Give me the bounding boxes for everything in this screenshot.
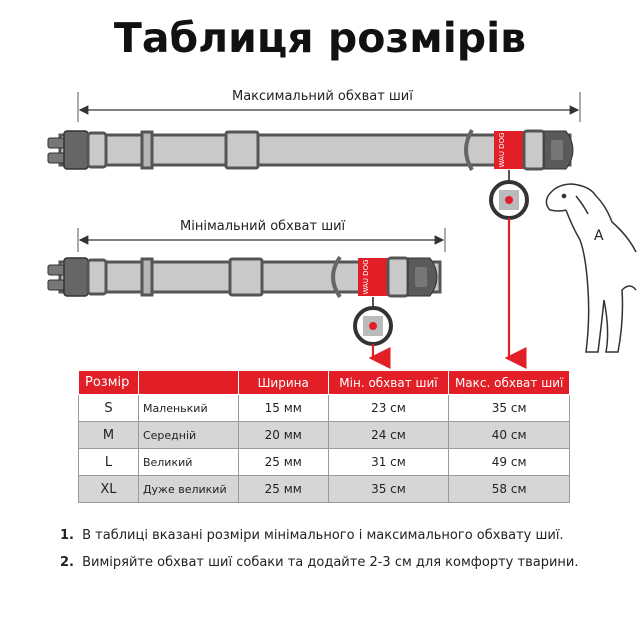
tag-medallion-min [353, 297, 393, 369]
cell-min: 23 см [327, 394, 450, 422]
collar-max: WAU DOG [47, 128, 574, 172]
svg-text:WAU DOG: WAU DOG [362, 260, 370, 295]
cell-max: 40 см [448, 421, 570, 449]
dog-outline-icon [545, 183, 637, 353]
note-number: 1. [60, 528, 74, 543]
cell-min: 31 см [327, 448, 450, 476]
note-item: 1. В таблиці вказані розміри мінімальног… [60, 528, 620, 555]
cell-max: 58 см [448, 475, 570, 503]
table-row: XL Дуже великий 25 мм 35 см 58 см [78, 475, 570, 503]
table-row: M Середній 20 мм 24 см 40 см [78, 421, 570, 449]
svg-text:WAU DOG: WAU DOG [498, 133, 506, 168]
cell-max: 35 см [448, 394, 570, 422]
header-max-girth: Макс. обхват шиї [448, 370, 570, 395]
note-text: В таблиці вказані розміри мінімального і… [82, 528, 564, 543]
min-girth-label: Мінімальний обхват шиї [176, 219, 350, 234]
max-girth-label: Максимальний обхват шиї [228, 89, 417, 104]
size-table: Розмір Ширина Мін. обхват шиї Макс. обхв… [78, 370, 570, 503]
header-name [137, 370, 239, 395]
table-row: S Маленький 15 мм 23 см 35 см [78, 394, 570, 422]
dog-point-label: A [594, 228, 604, 244]
header-size: Розмір [78, 370, 139, 395]
page-title: Таблиця розмірів [113, 14, 527, 62]
note-number: 2. [60, 555, 74, 570]
cell-size: XL [78, 475, 139, 503]
cell-name: Середній [137, 421, 239, 449]
cell-min: 35 см [327, 475, 450, 503]
table-header-row: Розмір Ширина Мін. обхват шиї Макс. обхв… [78, 370, 570, 395]
cell-size: S [78, 394, 139, 422]
min-girth-dimension [77, 228, 446, 252]
header-min-girth: Мін. обхват шиї [327, 370, 450, 395]
cell-width: 25 мм [237, 475, 329, 503]
cell-name: Дуже великий [137, 475, 239, 503]
collar-diagram: WAU DOG WAU DOG [47, 92, 637, 369]
table-row: L Великий 25 мм 31 см 49 см [78, 448, 570, 476]
cell-min: 24 см [327, 421, 450, 449]
note-text: Виміряйте обхват шиї собаки та додайте 2… [82, 555, 579, 570]
cell-width: 25 мм [237, 448, 329, 476]
header-width: Ширина [237, 370, 329, 395]
cell-name: Маленький [137, 394, 239, 422]
cell-width: 20 мм [237, 421, 329, 449]
cell-name: Великий [137, 448, 239, 476]
note-item: 2. Виміряйте обхват шиї собаки та додайт… [60, 555, 620, 582]
cell-width: 15 мм [237, 394, 329, 422]
max-girth-dimension [77, 92, 581, 122]
cell-size: L [78, 448, 139, 476]
tag-medallion-max [489, 170, 529, 369]
collar-min: WAU DOG [47, 255, 442, 299]
cell-max: 49 см [448, 448, 570, 476]
cell-size: M [78, 421, 139, 449]
notes-list: 1. В таблиці вказані розміри мінімальног… [60, 528, 620, 582]
